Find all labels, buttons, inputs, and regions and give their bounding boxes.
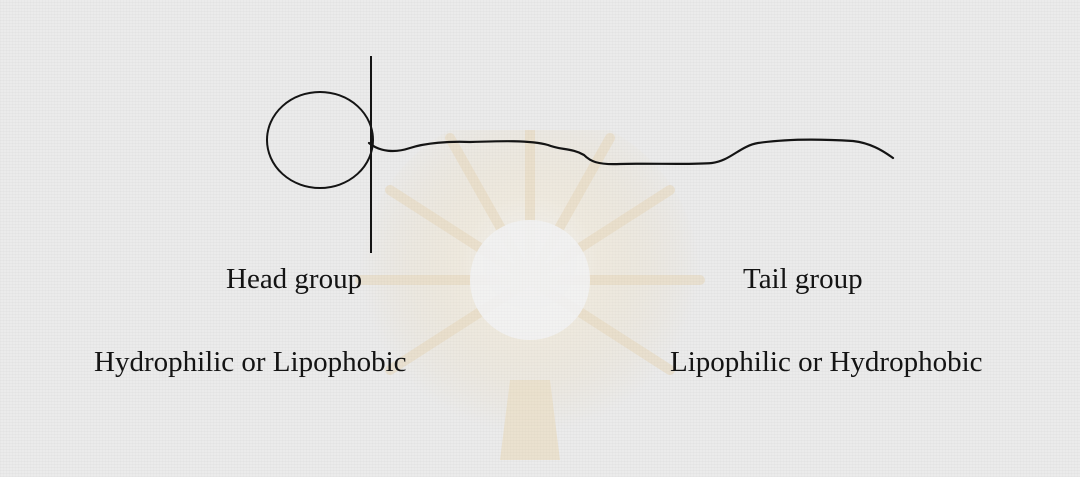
tail-group-label: Tail group: [743, 265, 863, 294]
head-group-property: Hydrophilic or Lipophobic: [94, 348, 407, 377]
head-group-circle: [267, 92, 373, 188]
tail-group-property: Lipophilic or Hydrophobic: [670, 348, 983, 377]
tail-group-chain: [369, 140, 893, 164]
head-group-label: Head group: [226, 265, 362, 294]
